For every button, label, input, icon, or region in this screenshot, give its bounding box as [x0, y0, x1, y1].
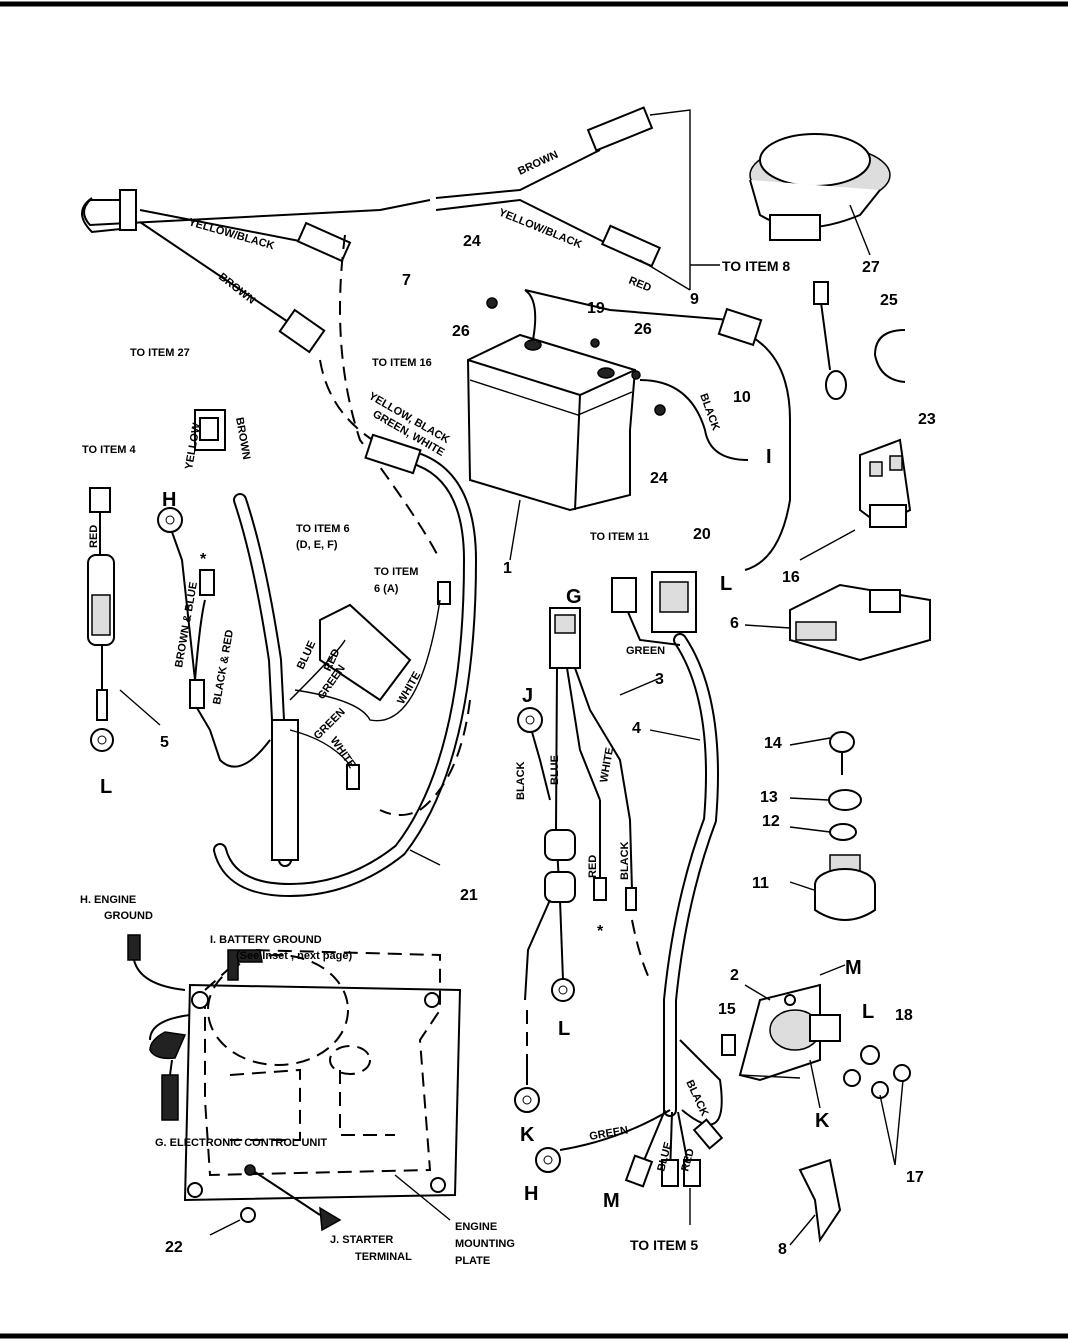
- letter-l-solenoid: L: [862, 1001, 874, 1023]
- wire-label-black-3: BLACK: [515, 761, 527, 800]
- item-6-connector: [744, 583, 931, 662]
- callout-11: 11: [752, 875, 769, 892]
- callout-21: 21: [460, 887, 478, 904]
- label-mount-2: MOUNTING: [455, 1238, 515, 1250]
- item-16-connector: [799, 438, 912, 561]
- label-to-item-27: TO ITEM 27: [130, 347, 190, 359]
- asterisk-right: *: [597, 923, 604, 940]
- letter-m-solenoid: M: [845, 957, 862, 979]
- wire-label-red-top: RED: [627, 275, 653, 295]
- callout-18: 18: [895, 1007, 913, 1024]
- label-to-item-16: TO ITEM 16: [372, 357, 432, 369]
- callout-20: 20: [693, 526, 711, 543]
- callout-10: 10: [733, 389, 751, 406]
- label-to-item-6-a-1: TO ITEM: [374, 566, 418, 578]
- label-to-item-6-def-1: TO ITEM 6: [296, 523, 350, 535]
- solenoid-assembly: [721, 964, 911, 1166]
- letter-h-bottom: H: [524, 1183, 538, 1205]
- main-harness-7: [81, 106, 720, 354]
- letter-g: G: [566, 586, 582, 608]
- callout-24-bottom: 24: [650, 470, 668, 487]
- callout-23: 23: [918, 411, 936, 428]
- callout-17: 17: [906, 1169, 924, 1186]
- letter-i: I: [766, 446, 772, 468]
- battery: [466, 289, 791, 571]
- asterisk-left: *: [200, 551, 207, 568]
- label-ecu: G. ELECTRONIC CONTROL UNIT: [155, 1137, 327, 1149]
- wire-label-black-battery: BLACK: [697, 392, 721, 432]
- callout-6: 6: [730, 615, 739, 632]
- callout-27: 27: [862, 259, 880, 276]
- label-to-item-8: TO ITEM 8: [722, 258, 790, 274]
- ignition-switch: [789, 731, 876, 921]
- wire-label-brown-27: BROWN: [233, 416, 252, 460]
- wire-label-green-6b: GREEN: [312, 706, 348, 742]
- callout-24-top: 24: [463, 233, 481, 250]
- callout-3: 3: [655, 671, 664, 688]
- wire-label-red-3: RED: [587, 855, 599, 878]
- letter-h-top: H: [162, 489, 176, 511]
- callout-8: 8: [778, 1241, 787, 1258]
- label-engine-ground-1: H. ENGINE: [80, 894, 136, 906]
- wire-label-white-3: WHITE: [598, 747, 616, 784]
- label-mount-1: ENGINE: [455, 1221, 497, 1233]
- wire-label-red-m: RED: [679, 1147, 697, 1173]
- letter-l-middle: L: [558, 1018, 570, 1040]
- letter-l-left: L: [100, 776, 112, 798]
- item-27-module: [749, 133, 891, 256]
- wire-label-black-3b: BLACK: [619, 841, 631, 880]
- callout-25: 25: [880, 292, 898, 309]
- harness-3-4: [514, 571, 724, 1225]
- letter-k-solenoid: K: [815, 1110, 830, 1132]
- label-to-item-6-a-2: 6 (A): [374, 583, 399, 595]
- letter-j: J: [522, 685, 533, 707]
- wire-label-brown-left: BROWN: [216, 271, 257, 307]
- callout-15: 15: [718, 1001, 736, 1018]
- items-25-23: [813, 281, 906, 400]
- wire-label-red-item4: RED: [88, 525, 100, 548]
- wire-label-black-red: BLACK & RED: [211, 629, 236, 706]
- engine-assembly: [127, 934, 462, 1236]
- callout-14: 14: [764, 735, 782, 752]
- callout-19: 19: [587, 300, 605, 317]
- wire-label-green-11: GREEN: [626, 645, 665, 657]
- h-wire-group: [157, 507, 271, 768]
- letter-k-bottom-left: K: [520, 1124, 535, 1146]
- wire-label-brown-blue: BROWN & BLUE: [173, 581, 200, 669]
- label-to-item-11: TO ITEM 11: [590, 531, 649, 543]
- harness-21: [194, 234, 478, 898]
- wire-label-green-h: GREEN: [588, 1124, 629, 1143]
- callout-22: 22: [165, 1239, 183, 1256]
- callout-26-left: 26: [452, 323, 470, 340]
- callout-26-right: 26: [634, 321, 652, 338]
- callout-12: 12: [762, 813, 780, 830]
- wire-label-white-6: WHITE: [328, 735, 358, 771]
- label-starter-2: TERMINAL: [355, 1251, 412, 1263]
- label-to-item-5: TO ITEM 5: [630, 1237, 698, 1253]
- label-battery-ground-1: I. BATTERY GROUND: [210, 934, 322, 946]
- callout-7: 7: [402, 272, 411, 289]
- wire-label-yellow-black-top: YELLOW/BLACK: [497, 207, 584, 251]
- label-engine-ground-2: GROUND: [104, 910, 153, 922]
- wire-label-blue-3: BLUE: [549, 755, 561, 785]
- label-mount-3: PLATE: [455, 1255, 490, 1267]
- callout-5: 5: [160, 734, 169, 751]
- letter-m-bottom: M: [603, 1190, 620, 1212]
- label-battery-ground-2: (See Inset , next page): [236, 950, 352, 962]
- label-to-item-4: TO ITEM 4: [82, 444, 136, 456]
- wire-label-black-m: BLACK: [683, 1078, 710, 1118]
- wire-label-blue-6: BLUE: [295, 639, 319, 671]
- label-starter-1: J. STARTER: [330, 1234, 393, 1246]
- callout-4: 4: [632, 720, 641, 737]
- callout-2: 2: [730, 967, 739, 984]
- letter-l-battery: L: [720, 573, 732, 595]
- callout-16: 16: [782, 569, 800, 586]
- callout-1: 1: [503, 560, 512, 577]
- item-8-bracket: [789, 1158, 842, 1246]
- item-5-connector: [87, 487, 161, 752]
- label-to-item-6-def-2: (D, E, F): [296, 539, 338, 551]
- callout-9: 9: [690, 291, 699, 308]
- callout-13: 13: [760, 789, 778, 806]
